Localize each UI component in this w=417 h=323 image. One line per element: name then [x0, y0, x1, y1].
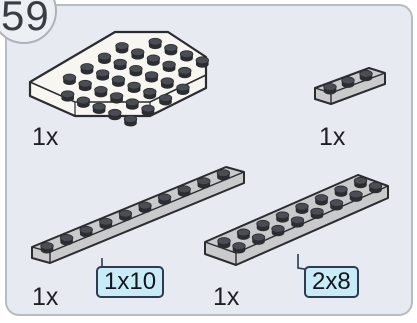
stud-top: [40, 242, 54, 250]
stud-top: [217, 237, 231, 245]
stud-top: [78, 79, 92, 88]
stud-top: [323, 83, 337, 91]
size-callout-2x8: 2x8: [304, 266, 359, 298]
stud-top: [144, 71, 159, 79]
stud-top: [341, 76, 355, 85]
stud-top: [334, 185, 348, 194]
stud-top: [353, 176, 368, 185]
stud-top: [157, 193, 172, 202]
plate-1x10-image: [31, 166, 245, 264]
stud-top: [216, 169, 231, 177]
stud-top: [290, 216, 305, 225]
stud-top: [197, 177, 211, 186]
stud-top: [99, 217, 113, 226]
stud-top: [125, 98, 140, 107]
stud-top: [95, 69, 110, 78]
stud-top: [158, 94, 173, 102]
stud-top: [141, 104, 155, 113]
stud-top: [295, 202, 309, 211]
stud-top: [127, 81, 141, 90]
plate-1x10-quantity: 1x: [32, 283, 59, 311]
stud-top: [59, 234, 74, 242]
stud-top: [349, 190, 363, 199]
stud-top: [329, 199, 344, 207]
plate-2x8-image: [204, 174, 389, 266]
stud-top: [195, 56, 210, 65]
stud-top: [232, 242, 246, 250]
stud-top: [256, 219, 270, 228]
stud-top: [76, 96, 91, 105]
stud-top: [314, 194, 329, 202]
plate-2x8-quantity: 1x: [213, 283, 240, 311]
stud-top: [111, 75, 126, 84]
stud-top: [123, 115, 138, 123]
corner-plate-quantity: 1x: [32, 123, 59, 151]
stud-top: [79, 225, 93, 234]
stud-top: [60, 90, 75, 99]
stud-top: [113, 58, 127, 67]
step-number: 59: [1, 0, 50, 39]
stud-top: [164, 44, 178, 52]
stud-top: [160, 77, 175, 86]
stud-top: [115, 42, 129, 50]
stud-top: [138, 201, 152, 210]
plate-1x3-quantity: 1x: [319, 123, 346, 151]
stud-top: [97, 52, 112, 61]
stud-top: [118, 209, 133, 218]
stud-top: [359, 69, 373, 78]
stud-top: [92, 102, 106, 111]
stud-top: [368, 181, 383, 190]
stud-top: [130, 48, 145, 57]
stud-top: [179, 50, 194, 58]
stud-top: [275, 211, 290, 220]
stud-top: [62, 73, 77, 82]
stud-top: [143, 87, 157, 96]
stud-top: [108, 108, 122, 117]
stud-top: [236, 228, 251, 237]
stud-top: [310, 207, 324, 216]
stud-top: [146, 54, 161, 63]
stud-top: [148, 37, 162, 46]
stud-top: [271, 224, 285, 233]
stud-top: [178, 66, 192, 75]
stud-top: [162, 60, 176, 69]
stud-top: [80, 63, 94, 71]
stud-top: [177, 185, 191, 194]
size-callout-1x10: 1x10: [96, 266, 165, 298]
corner-plate-image: [28, 30, 210, 127]
stud-top: [109, 92, 124, 100]
stud-top: [176, 83, 190, 92]
stud-top: [251, 233, 266, 242]
plate-1x3-image: [314, 67, 386, 105]
stud-top: [129, 65, 143, 73]
stud-top: [94, 86, 108, 94]
